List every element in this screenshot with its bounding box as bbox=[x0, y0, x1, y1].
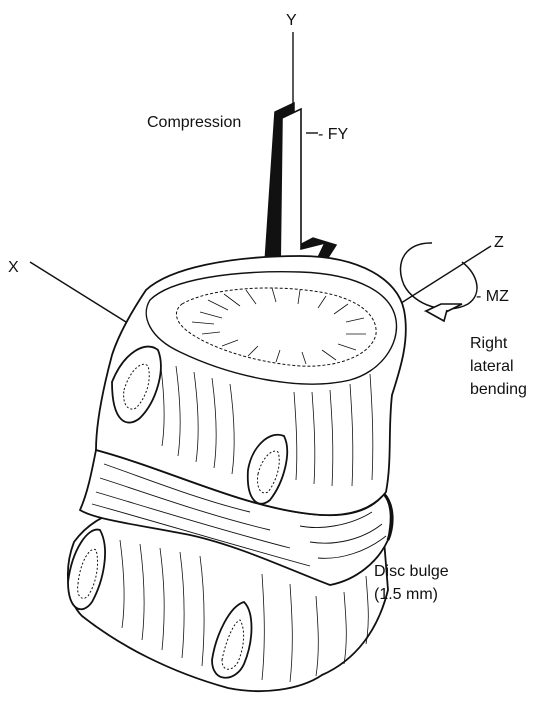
moment-z-rotation-arrow bbox=[400, 243, 476, 321]
axis-y-label: Y bbox=[286, 12, 297, 29]
vertebral-segment-illustration bbox=[68, 256, 406, 691]
right-lateral-bending-line1: Right bbox=[470, 335, 508, 352]
disc-bulge-label-line1: Disc bulge bbox=[374, 563, 449, 580]
axis-z-label: Z bbox=[494, 234, 504, 251]
force-fy-label: - FY bbox=[318, 126, 349, 143]
axis-x-label: X bbox=[8, 259, 19, 276]
right-lateral-bending-line3: bending bbox=[470, 381, 527, 398]
right-lateral-bending-line2: lateral bbox=[470, 358, 514, 375]
compression-label: Compression bbox=[147, 114, 241, 131]
x-axis-line bbox=[30, 262, 142, 332]
moment-mz-label: - MZ bbox=[476, 288, 509, 305]
disc-bulge-label-line2: (1.5 mm) bbox=[374, 586, 438, 603]
